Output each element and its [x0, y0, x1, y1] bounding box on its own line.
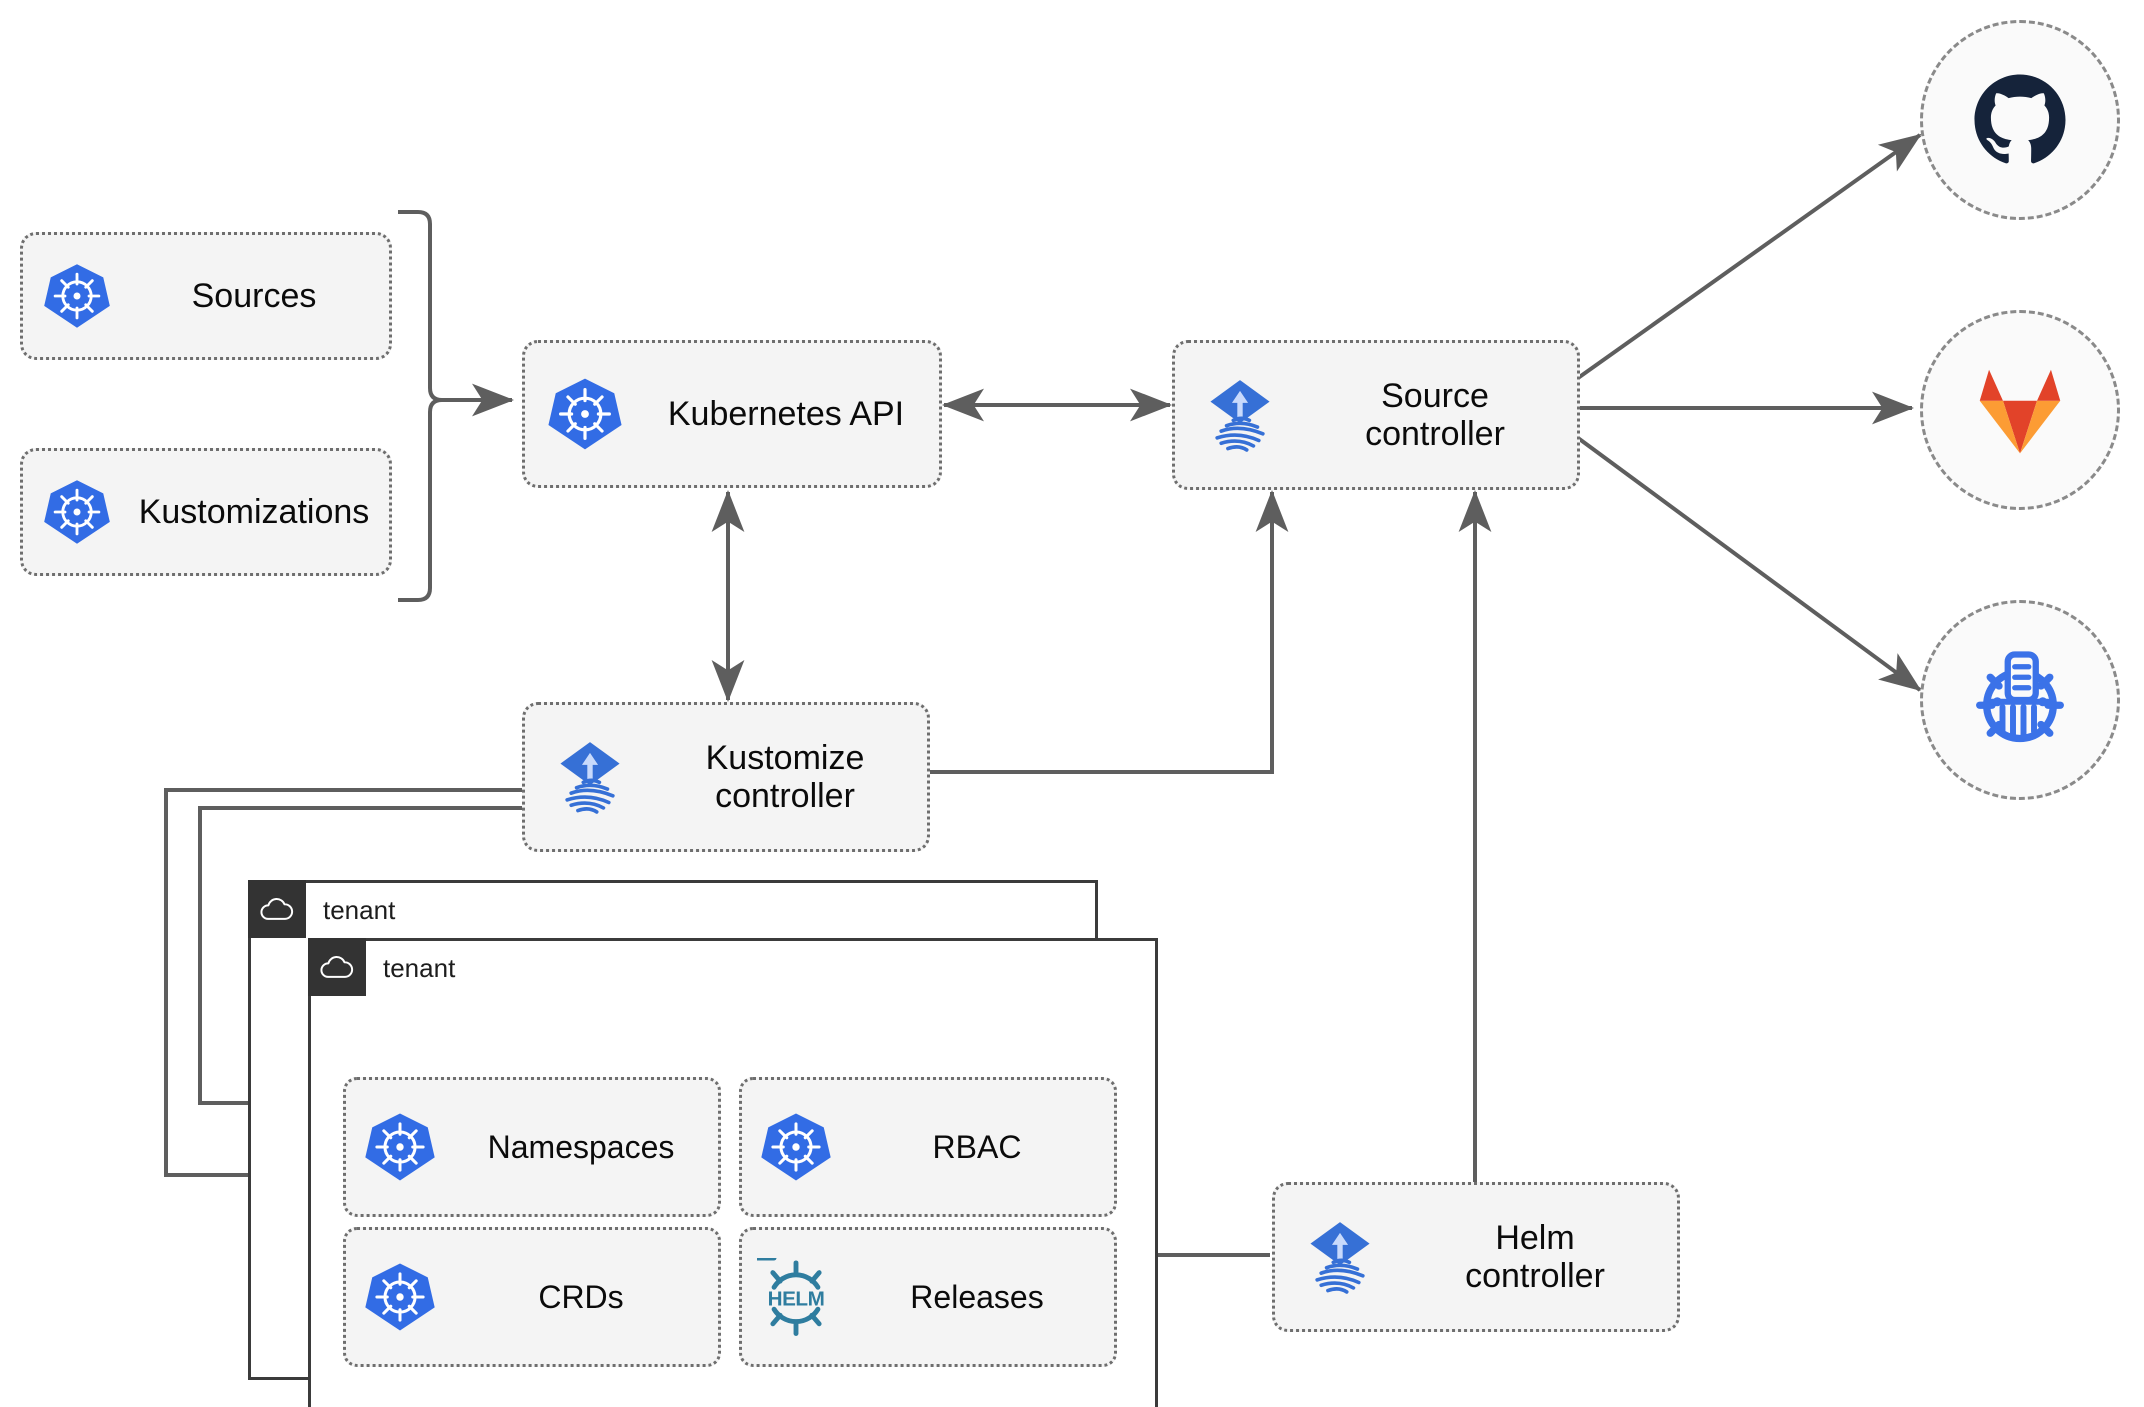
- node-sources[interactable]: Sources: [20, 232, 392, 360]
- endpoint-helm-registry[interactable]: [1920, 600, 2120, 800]
- kubernetes-icon: [346, 1260, 454, 1334]
- node-helm-controller-label: Helm controller: [1465, 1218, 1605, 1295]
- kubernetes-icon: [346, 1110, 454, 1184]
- endpoint-github[interactable]: [1920, 20, 2120, 220]
- node-kubernetes-api[interactable]: Kubernetes API: [522, 340, 942, 488]
- node-sources-label: Sources: [191, 276, 317, 315]
- endpoint-gitlab[interactable]: [1920, 310, 2120, 510]
- github-icon: [1968, 68, 2072, 172]
- tenant-resource-releases-label: Releases: [910, 1278, 1044, 1315]
- helm-registry-icon: [1964, 644, 2076, 756]
- edge-kustomizecontroller-sourcecontroller: [930, 490, 1289, 774]
- node-source-controller-label: Source controller: [1365, 376, 1505, 453]
- tenant-box-front: tenant: [308, 938, 1158, 1407]
- tenant-resource-crds[interactable]: CRDs: [343, 1227, 721, 1367]
- tenant-resource-rbac-label: RBAC: [932, 1128, 1022, 1165]
- flux-icon: [1275, 1214, 1405, 1300]
- tenant-resource-namespaces[interactable]: Namespaces: [343, 1077, 721, 1217]
- tenant-resource-rbac[interactable]: RBAC: [739, 1077, 1117, 1217]
- tenant-title-back: tenant: [323, 895, 396, 925]
- node-kustomize-controller-label: Kustomize controller: [705, 738, 865, 815]
- tenant-resource-crds-label: CRDs: [538, 1278, 624, 1315]
- edge-sourcecontroller-registry: [1576, 436, 1922, 692]
- kubernetes-icon: [23, 261, 131, 331]
- node-kustomizations-label: Kustomizations: [138, 492, 370, 531]
- tenant-title-front: tenant: [383, 953, 456, 983]
- tenant-resource-releases[interactable]: HELM Releases: [739, 1227, 1117, 1367]
- kubernetes-icon: [525, 375, 645, 453]
- flux-icon: [525, 734, 655, 820]
- node-source-controller[interactable]: Source controller: [1172, 340, 1580, 490]
- cloud-icon: [248, 880, 306, 938]
- node-helm-controller[interactable]: Helm controller: [1272, 1182, 1680, 1332]
- node-kubernetes-api-label: Kubernetes API: [667, 394, 905, 433]
- node-kustomizations[interactable]: Kustomizations: [20, 448, 392, 576]
- node-kustomize-controller[interactable]: Kustomize controller: [522, 702, 930, 852]
- flux-icon: [1175, 372, 1305, 458]
- edge-sourcecontroller-github: [1576, 133, 1922, 380]
- tenant-resource-namespaces-label: Namespaces: [487, 1128, 675, 1165]
- edge-sources-bracket: [398, 210, 443, 602]
- gitlab-icon: [1970, 362, 2070, 458]
- kubernetes-icon: [23, 477, 131, 547]
- helm-icon: HELM: [742, 1258, 850, 1336]
- svg-text:HELM: HELM: [768, 1288, 825, 1311]
- kubernetes-icon: [742, 1110, 850, 1184]
- cloud-icon: [308, 938, 366, 996]
